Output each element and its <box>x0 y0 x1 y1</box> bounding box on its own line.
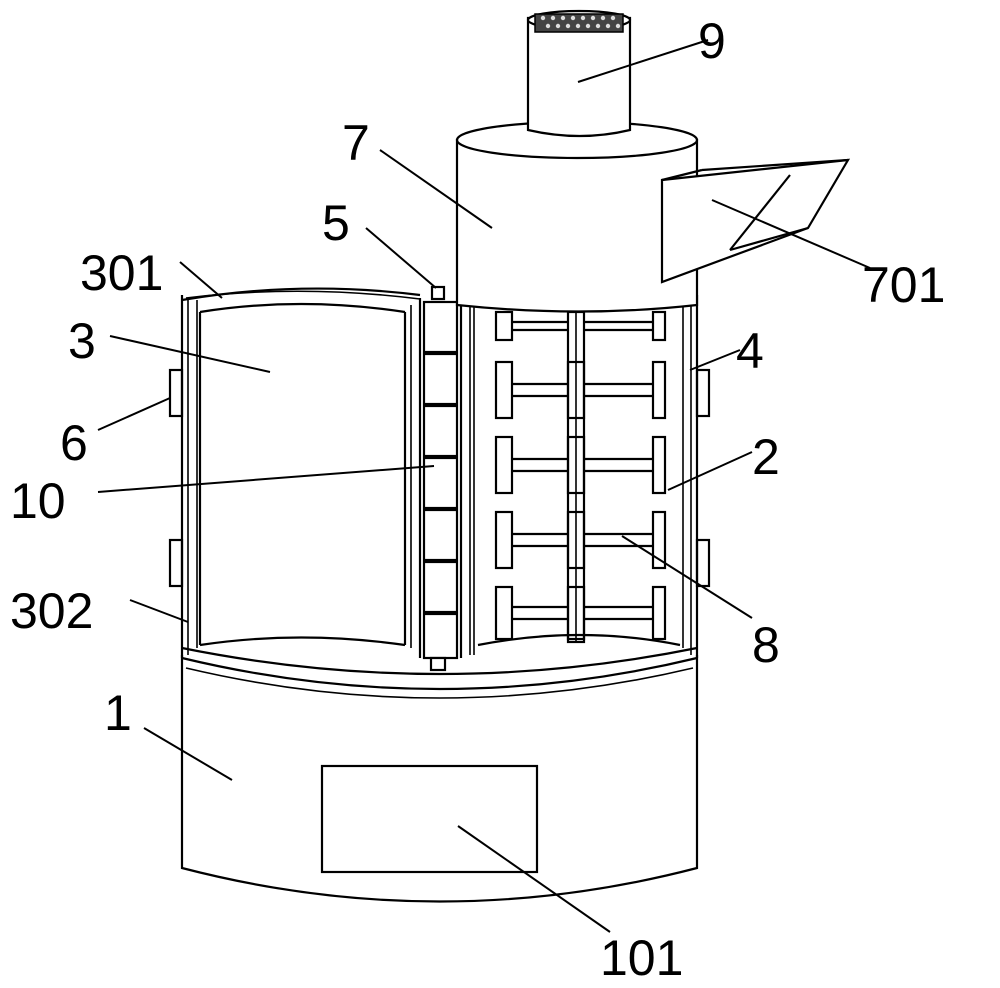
label-7: 7 <box>342 115 370 171</box>
label-5: 5 <box>322 195 350 251</box>
inlet-chute <box>660 158 851 284</box>
label-302: 302 <box>10 583 93 639</box>
label-4: 4 <box>736 323 764 379</box>
base-body <box>180 655 699 903</box>
label-101: 101 <box>600 930 683 986</box>
label-9: 9 <box>698 13 726 69</box>
motor <box>526 9 632 138</box>
stirring-assembly <box>477 310 681 647</box>
label-3: 3 <box>68 313 96 369</box>
label-701: 701 <box>862 257 945 313</box>
label-2: 2 <box>752 429 780 485</box>
side-handles <box>168 368 711 588</box>
hopper-cylinder <box>455 120 699 313</box>
leader-lines <box>97 39 871 933</box>
label-1: 1 <box>104 685 132 741</box>
label-6: 6 <box>60 415 88 471</box>
top-lid <box>181 287 421 302</box>
label-10: 10 <box>10 473 66 529</box>
label-301: 301 <box>80 245 163 301</box>
control-panel <box>320 764 539 874</box>
label-8: 8 <box>752 617 780 673</box>
left-chamber <box>198 302 412 648</box>
divider-rail <box>418 285 475 672</box>
